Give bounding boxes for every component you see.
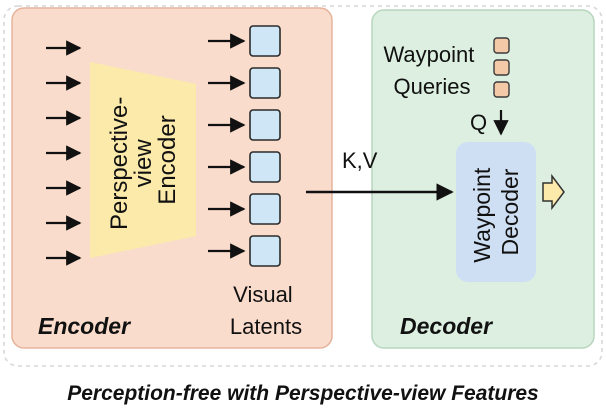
trapezoid-label: Perspective- view Encoder: [106, 90, 181, 230]
visual-latents-label: Visual Latents: [230, 282, 302, 339]
trapezoid-line-3: Encoder: [154, 115, 181, 204]
waypoint-decoder-line-1: Waypoint: [469, 167, 495, 263]
waypoint-query-tokens: [493, 37, 510, 98]
caption: Perception-free with Perspective-view Fe…: [67, 382, 539, 405]
decoder-panel-label: Decoder: [400, 313, 493, 339]
latent-box: [249, 25, 281, 57]
query-token: [493, 81, 510, 98]
trapezoid-line-1: Perspective-: [106, 97, 133, 230]
q-label: Q: [470, 110, 487, 135]
visual-latents-line-1: Visual: [233, 282, 293, 307]
waypoint-queries-line-1: Waypoint: [383, 42, 474, 67]
latent-box: [249, 109, 281, 141]
latent-box: [249, 193, 281, 225]
waypoint-queries-line-2: Queries: [393, 74, 470, 99]
perspective-view-encoder-block: [90, 62, 196, 258]
trapezoid-line-2: view: [130, 139, 157, 188]
kv-label: K,V: [342, 148, 378, 173]
visual-latents-line-2: Latents: [230, 314, 302, 339]
encoder-panel-label: Encoder: [38, 313, 131, 339]
query-token: [493, 37, 510, 54]
latent-box: [249, 235, 281, 267]
visual-latents: [208, 25, 281, 267]
latent-box: [249, 151, 281, 183]
query-token: [493, 59, 510, 76]
waypoint-decoder-label: Waypoint Decoder: [469, 161, 523, 262]
waypoint-decoder-line-2: Decoder: [497, 168, 523, 255]
input-arrows: [46, 40, 82, 266]
waypoint-queries-label: Waypoint Queries: [383, 42, 480, 99]
waypoint-decoder-block: [456, 142, 536, 282]
latent-box: [249, 67, 281, 99]
output-arrow-icon: [542, 173, 565, 211]
